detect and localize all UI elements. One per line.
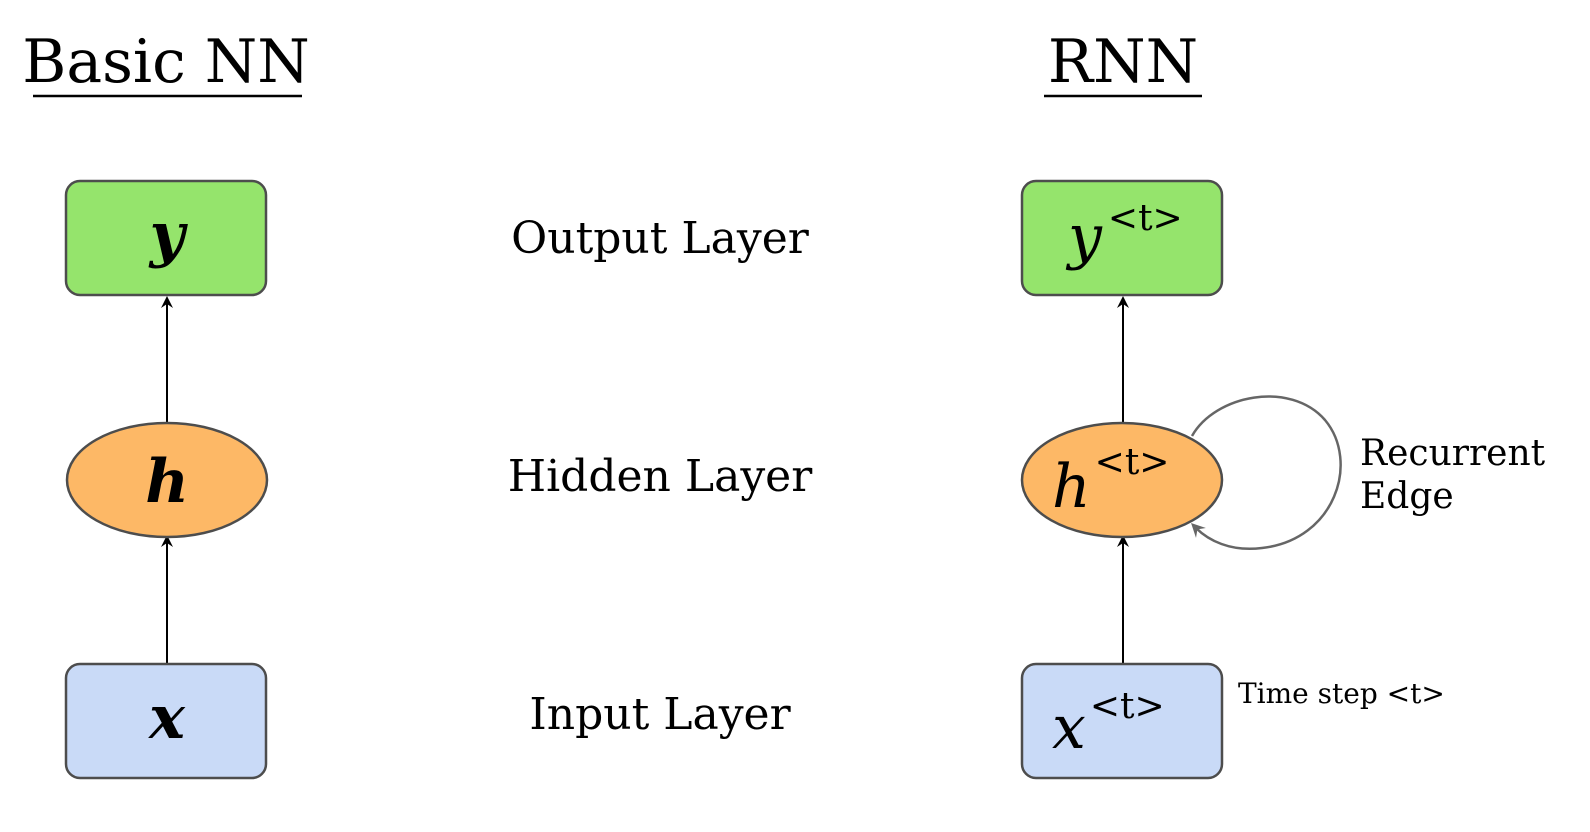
time-step-label: Time step <t> bbox=[1238, 677, 1445, 710]
recurrent-edge-loop bbox=[1190, 395, 1342, 551]
basic-hidden-node: h bbox=[65, 421, 269, 539]
rnn-output-node: y<t> bbox=[1020, 179, 1224, 297]
rnn-hidden-sup: <t> bbox=[1095, 442, 1170, 483]
rnn-hidden-node: h<t> bbox=[1020, 421, 1224, 539]
title-basic-nn: Basic NN bbox=[22, 27, 310, 97]
rnn-output-box bbox=[1020, 179, 1224, 297]
basic-input-symbol: x bbox=[147, 683, 186, 753]
title-rnn: RNN bbox=[1048, 27, 1198, 97]
recurrent-edge-label-line1: Recurrent bbox=[1360, 433, 1546, 474]
basic-output-node: y bbox=[64, 179, 268, 297]
basic-input-node: x bbox=[64, 662, 268, 780]
label-input-layer: Input Layer bbox=[529, 689, 791, 740]
label-output-layer: Output Layer bbox=[511, 213, 810, 264]
rnn-input-box bbox=[1020, 662, 1224, 780]
rnn-output-symbol: y<t> bbox=[1065, 198, 1183, 272]
basic-hidden-ellipse bbox=[65, 421, 269, 539]
rnn-input-sup: <t> bbox=[1090, 686, 1165, 727]
rnn-input-base: x bbox=[1052, 693, 1086, 763]
recurrent-edge-label-line2: Edge bbox=[1360, 476, 1454, 517]
basic-output-symbol: y bbox=[148, 200, 189, 270]
basic-output-box bbox=[64, 179, 268, 297]
rnn-output-sup: <t> bbox=[1108, 198, 1183, 239]
rnn-input-node: x<t> bbox=[1020, 662, 1224, 780]
rnn-hidden-symbol: h<t> bbox=[1052, 442, 1169, 522]
rnn-input-symbol: x<t> bbox=[1052, 686, 1165, 763]
rnn-hidden-ellipse bbox=[1020, 421, 1224, 539]
basic-hidden-symbol: h bbox=[145, 447, 189, 517]
rnn-output-base: y bbox=[1065, 202, 1103, 272]
label-hidden-layer: Hidden Layer bbox=[508, 451, 813, 502]
rnn-hidden-base: h bbox=[1052, 452, 1091, 522]
basic-input-box bbox=[64, 662, 268, 780]
